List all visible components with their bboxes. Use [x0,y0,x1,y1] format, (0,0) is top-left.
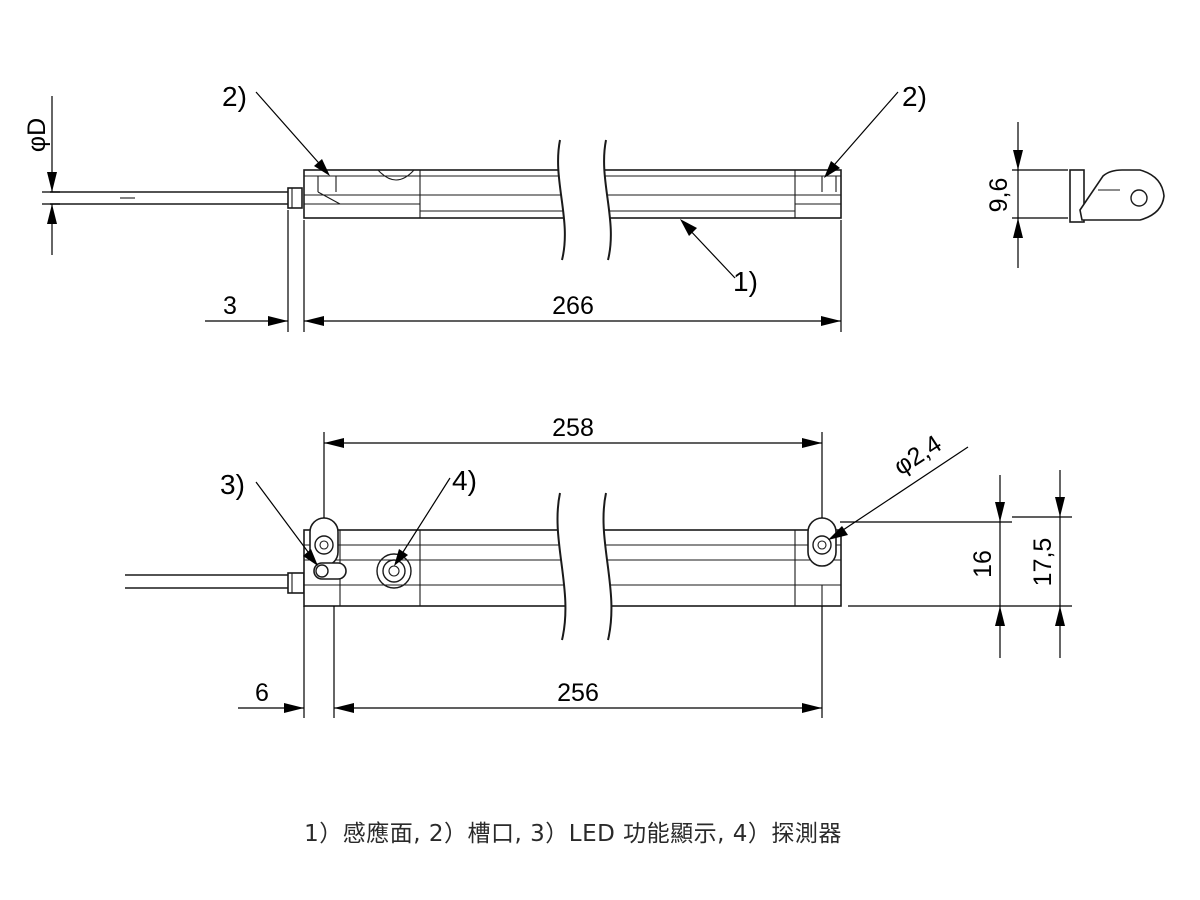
cable-diameter-label: φD [23,118,51,152]
callout-slot-right-label: 2) [902,81,927,112]
height-9-6-label: 9,6 [985,178,1013,213]
right-mount-hole [807,517,837,567]
pitch-258-label: 258 [552,414,594,442]
callout-led: 3) [220,469,318,566]
hole-diameter-callout: φ2,4 [828,430,969,540]
callout-detector: 4) [394,465,477,566]
height-17-5-label: 17,5 [1029,538,1057,587]
front-view: 258 φ2,4 6 256 [125,414,1072,718]
top-offset-dimension: 3 [205,210,324,332]
top-cable-diameter-dimension: φD [23,96,60,255]
callout-detector-label: 4) [452,465,477,496]
length-266-label: 266 [552,292,594,320]
side-height-dimension: 9,6 [985,122,1068,268]
front-offset-dimension: 6 [238,606,354,718]
front-break-symbol [556,492,613,641]
top-cable [50,187,303,209]
height-16-dimension: 16 [840,475,1012,658]
length-256-label: 256 [557,679,599,707]
callout-slot-left-label: 2) [222,81,247,112]
front-length-dimension: 256 [334,606,823,718]
top-length-dimension: 266 [304,220,842,332]
left-mount-hole [309,517,339,567]
detector-element [376,553,412,589]
front-cable [125,572,305,594]
offset-3-label: 3 [223,292,237,320]
top-view: φD 3 266 2) 2) [23,81,927,332]
offset-6-label: 6 [255,679,269,707]
side-profile [1069,169,1165,223]
legend-caption: 1）感應面, 2）槽口, 3）LED 功能顯示, 4）探測器 [304,821,842,847]
callout-sensing-face-label: 1) [733,266,758,297]
height-17-5-dimension: 17,5 [1012,470,1072,658]
mount-pitch-dimension: 258 [323,414,823,518]
callout-slot-left: 2) [222,81,330,176]
hole-diameter-label: φ2,4 [889,430,947,481]
side-view: 9,6 [985,122,1165,268]
top-break-symbol [557,139,612,261]
callout-led-label: 3) [220,469,245,500]
height-16-label: 16 [969,550,997,578]
led-indicator [313,562,347,580]
callout-sensing-face: 1) [680,219,758,297]
callout-slot-right: 2) [824,81,927,178]
